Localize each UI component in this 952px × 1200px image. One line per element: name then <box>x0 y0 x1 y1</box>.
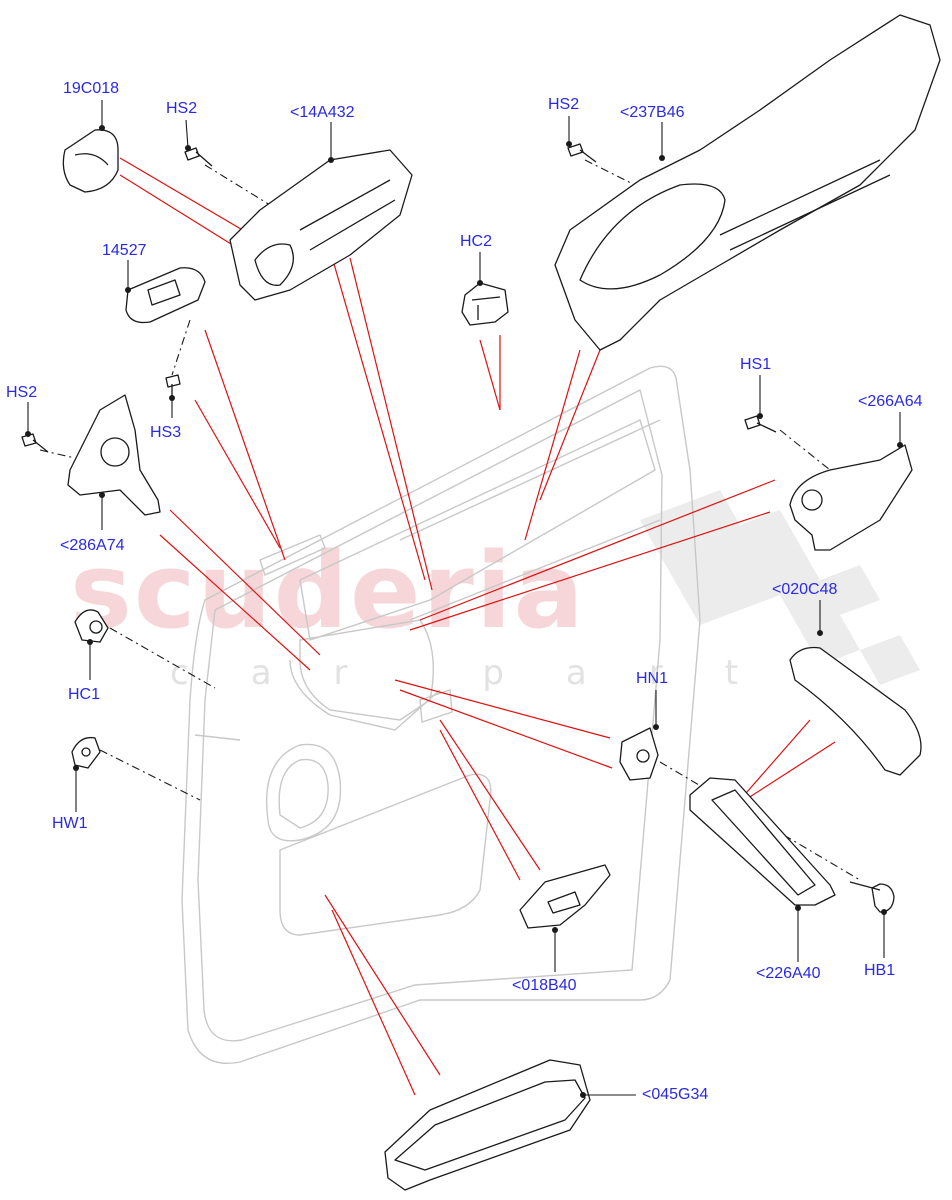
part-226a40 <box>689 777 836 906</box>
watermark-main: scuderia <box>70 530 586 652</box>
label-hw1[interactable]: HW1 <box>52 815 88 832</box>
label-hs1[interactable]: HS1 <box>740 356 772 373</box>
screw-hs3 <box>165 374 181 398</box>
part-outlines <box>21 14 941 1191</box>
label-hb1[interactable]: HB1 <box>864 962 896 979</box>
screw-hs2-c <box>21 433 49 453</box>
label-19c018[interactable]: 19C018 <box>63 80 120 97</box>
part-045g34 <box>384 1059 591 1191</box>
label-hs2-a[interactable]: HS2 <box>166 100 198 117</box>
clip-hc1 <box>74 609 109 643</box>
nut-hn1 <box>619 727 659 781</box>
label-hc2[interactable]: HC2 <box>460 233 493 250</box>
label-286a74[interactable]: <286A74 <box>60 537 125 554</box>
part-14527 <box>125 267 206 324</box>
label-237b46[interactable]: <237B46 <box>620 104 685 121</box>
screw-hs1 <box>744 415 777 433</box>
label-hs3[interactable]: HS3 <box>150 424 182 441</box>
label-018b40[interactable]: <018B40 <box>512 977 577 994</box>
label-045g34[interactable]: <045G34 <box>642 1086 709 1103</box>
label-hc1[interactable]: HC1 <box>68 686 101 703</box>
label-14527[interactable]: 14527 <box>102 242 147 259</box>
label-226a40[interactable]: <226A40 <box>756 965 821 982</box>
part-018b40 <box>519 864 611 929</box>
label-hn1[interactable]: HN1 <box>636 670 669 687</box>
part-286a74 <box>67 394 161 516</box>
label-020c48[interactable]: <020C48 <box>772 581 838 598</box>
label-leaders <box>27 100 901 1096</box>
leader-lines <box>119 157 836 1096</box>
washer-hw1 <box>71 736 101 769</box>
door-trim-panel <box>181 365 701 1064</box>
clip-hc2 <box>461 282 509 326</box>
label-hs2-c[interactable]: HS2 <box>6 384 38 401</box>
part-14a432 <box>229 149 413 301</box>
label-hs2-b[interactable]: HS2 <box>548 96 580 113</box>
checker-flag-icon <box>640 490 920 685</box>
part-237b46 <box>554 14 941 351</box>
part-020c48 <box>789 646 922 776</box>
label-dots <box>25 125 903 1098</box>
label-266a64[interactable]: <266A64 <box>858 393 923 410</box>
part-19c018 <box>62 129 119 193</box>
screw-hs2-b <box>567 143 597 163</box>
bolt-hb1 <box>849 881 895 913</box>
screw-hs2-a <box>184 147 213 167</box>
fastener-leaders <box>39 159 861 881</box>
part-266a64 <box>789 444 913 551</box>
label-14a432[interactable]: <14A432 <box>290 104 355 121</box>
watermark-sub: car parts <box>170 653 880 693</box>
